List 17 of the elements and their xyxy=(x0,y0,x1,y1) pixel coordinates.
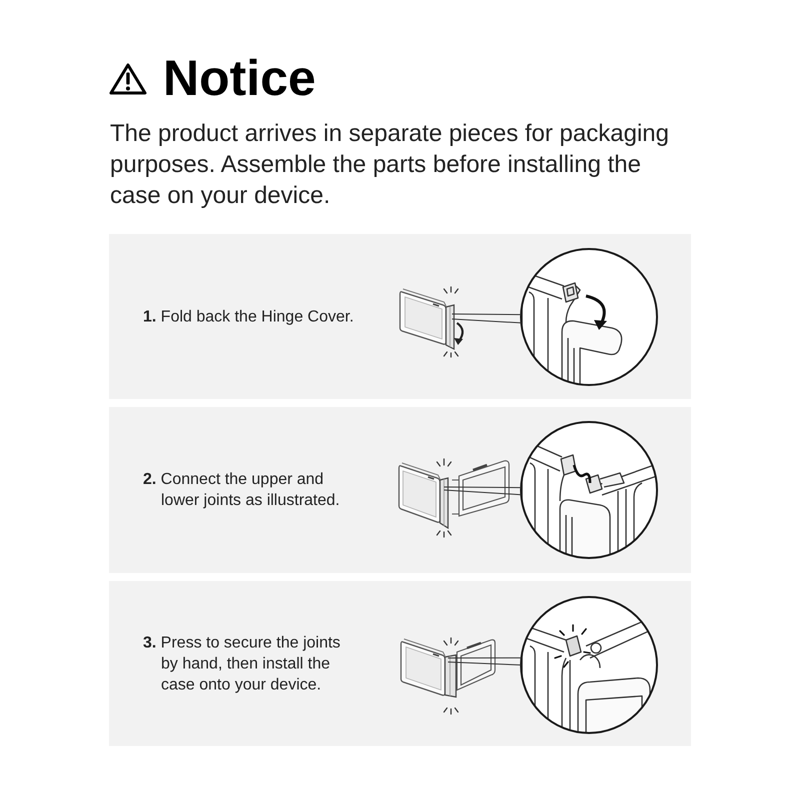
leader-line xyxy=(452,314,522,316)
leader-line xyxy=(452,318,522,324)
leader-line xyxy=(444,490,522,496)
step-panel xyxy=(109,581,691,746)
magnified-joint-drawing xyxy=(520,421,658,559)
step-instruction: 3. Press to secure the joints by hand, then install the case onto your device. xyxy=(143,633,342,695)
leader-line xyxy=(448,657,522,658)
leader-line xyxy=(444,486,522,488)
magnified-joint-drawing xyxy=(520,248,658,386)
leader-line xyxy=(448,662,522,666)
heading: Notice xyxy=(163,53,316,103)
step-panel xyxy=(109,234,691,399)
magnified-joint-drawing xyxy=(520,596,658,734)
intro-paragraph: The product arrives in separate pieces for packaging purposes. Assemble the parts before installing the case on your device. xyxy=(110,119,670,211)
step-instruction: 2. Connect the upper and lower joints as illustrated. xyxy=(143,470,341,511)
step-instruction: 1. Fold back the Hinge Cover. xyxy=(143,307,355,327)
step-panel xyxy=(109,407,691,573)
